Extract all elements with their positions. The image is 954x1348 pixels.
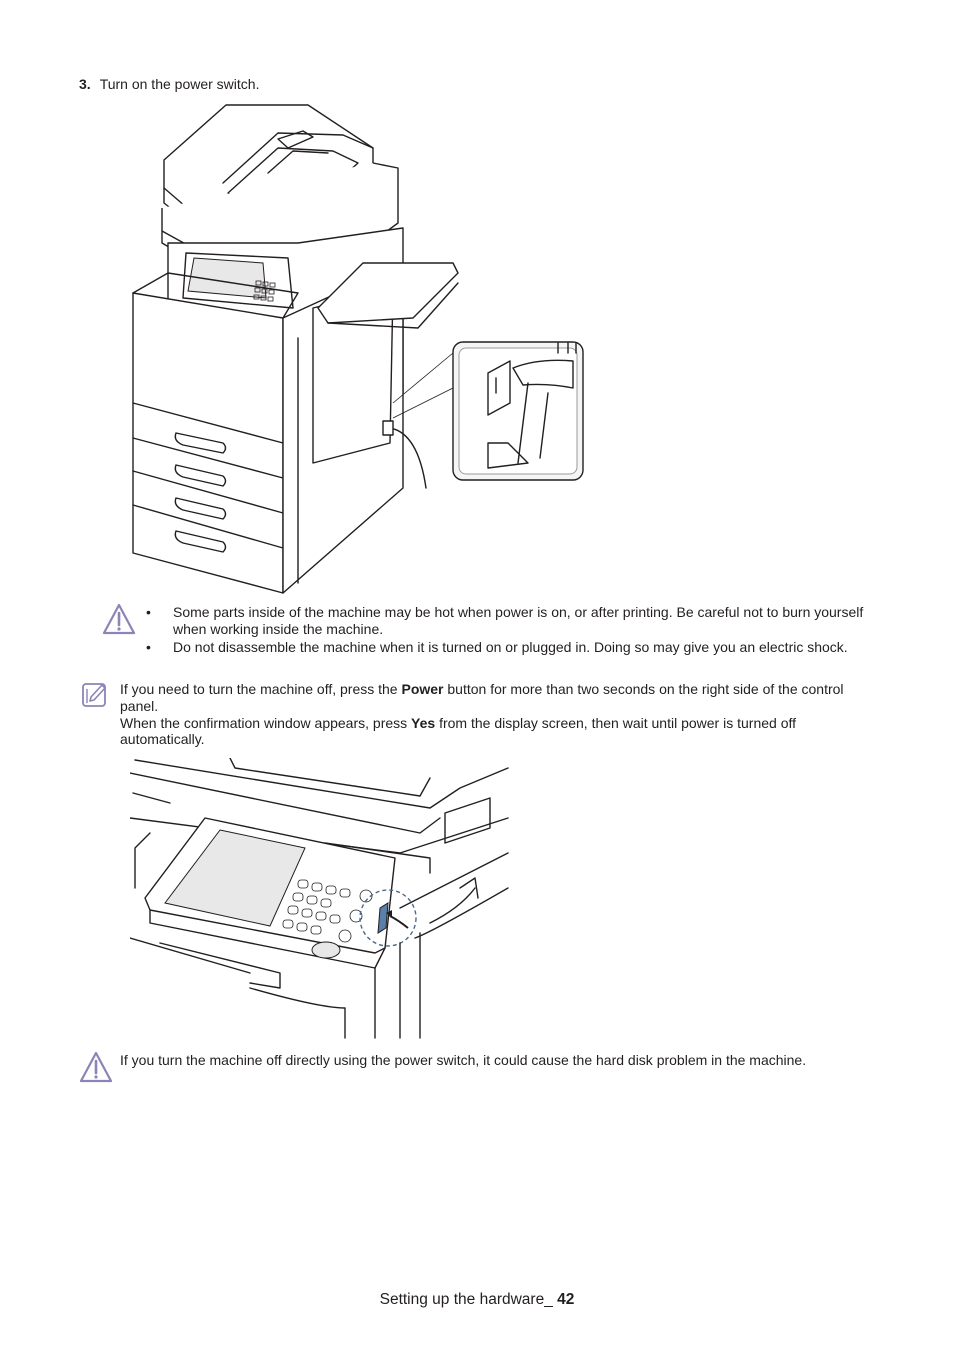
power-keyword: Power — [401, 681, 444, 697]
warning-list: •Some parts inside of the machine may be… — [146, 604, 866, 658]
page-footer: Setting up the hardware_ 42 — [0, 1291, 954, 1309]
control-panel-power-button-illustration — [130, 758, 509, 1039]
step-text: Turn on the power switch. — [99, 76, 260, 92]
list-item: •Do not disassemble the machine when it … — [146, 639, 848, 655]
printer-power-switch-illustration — [132, 104, 584, 594]
note-text: If you need to turn the machine off, pre… — [120, 681, 855, 748]
list-item: •Some parts inside of the machine may be… — [146, 604, 864, 637]
warning-triangle-icon — [79, 1051, 113, 1083]
yes-keyword: Yes — [411, 714, 436, 731]
bullet: • — [146, 604, 151, 620]
step-number: 3. — [79, 76, 91, 92]
note-paragraph-1: If you need to turn the machine off, pre… — [120, 681, 844, 714]
bullet: • — [146, 639, 151, 655]
note-paragraph-2: When the confirmation window appears, pr… — [120, 714, 797, 748]
hard-disk-warning-text: If you turn the machine off directly usi… — [120, 1052, 807, 1068]
footer-section: Setting up the hardware_ — [379, 1291, 558, 1308]
step-3: 3. Turn on the power switch. — [79, 76, 259, 93]
warning-triangle-icon — [102, 603, 136, 635]
note-pencil-icon — [82, 683, 106, 707]
page-number: 42 — [557, 1291, 575, 1308]
keypad-icon — [282, 879, 373, 959]
